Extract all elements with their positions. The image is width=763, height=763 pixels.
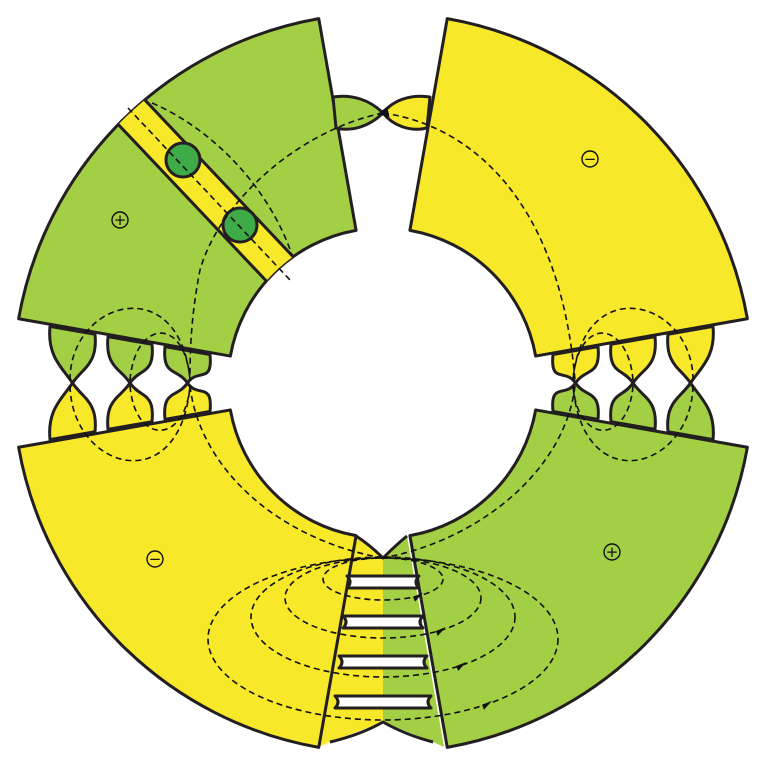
bottom-gap-slot-1	[341, 614, 425, 630]
field-line-10	[572, 385, 694, 462]
domain-channel	[105, 86, 310, 299]
field-arrow-3	[482, 700, 492, 710]
tooth-bottom-left-0	[48, 381, 97, 442]
field-line-7	[382, 112, 576, 381]
field-line-3	[129, 332, 191, 381]
polarity-symbol-top-left: +	[111, 211, 129, 229]
tab-top-right	[381, 94, 432, 131]
bottom-gap-slot-2	[337, 654, 429, 670]
field-line-0	[151, 102, 293, 256]
polarity-label: −	[584, 150, 597, 168]
piece-top-right	[408, 17, 749, 358]
field-loop-2	[250, 556, 516, 678]
field-line-6	[189, 385, 384, 559]
piece-bottom-left	[17, 408, 358, 749]
field-arrow-1	[435, 627, 446, 636]
polarity-label: +	[606, 543, 619, 561]
field-arrow-2	[456, 662, 467, 671]
polarity-symbol-bottom-right: +	[603, 543, 621, 561]
tooth-top-left-0	[48, 324, 97, 385]
domain-circle-1	[221, 206, 259, 244]
polarity-symbol-top-right: −	[581, 150, 599, 168]
piece-bottom-right	[408, 408, 749, 749]
field-line-12	[382, 385, 576, 559]
polarity-symbols: + − − +	[111, 150, 621, 568]
field-line-9	[572, 332, 634, 381]
tooth-bottom-left-1	[106, 381, 154, 431]
polarity-symbol-bottom-left: −	[146, 550, 164, 568]
field-lines	[69, 102, 694, 721]
field-arrow-0	[413, 592, 423, 602]
field-line-1	[189, 106, 390, 381]
channel-wall-0	[105, 111, 283, 299]
bottom-gap-outer-edge	[329, 720, 434, 744]
field-line-4	[69, 385, 191, 462]
field-loop-1	[284, 557, 482, 639]
polarity-label: +	[114, 211, 127, 229]
tooth-top-right-0	[666, 324, 715, 385]
tooth-bottom-right-1	[609, 381, 657, 431]
polarity-label: −	[149, 550, 162, 568]
tab-top-left	[331, 94, 385, 131]
field-loop-3	[207, 557, 559, 721]
channel-wall-1	[132, 86, 310, 274]
bottom-gap-slot-3	[333, 694, 433, 710]
domain-circle-0	[164, 141, 202, 179]
bottom-gap-slot-0	[345, 574, 421, 590]
tooth-bottom-right-0	[666, 381, 715, 442]
